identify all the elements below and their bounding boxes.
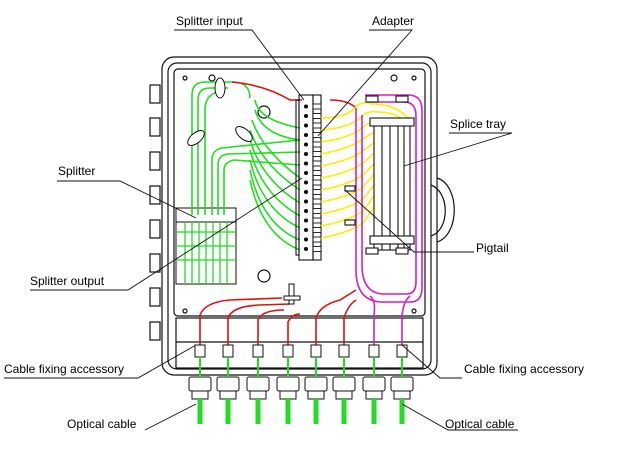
adapter-screw: [303, 151, 309, 157]
adapter-port: [312, 170, 322, 176]
label-optical-cable-right: Optical cable: [445, 417, 515, 431]
label-splitter-output: Splitter output: [30, 274, 105, 288]
adapter-port: [312, 236, 322, 243]
adapter-port: [312, 113, 322, 119]
cable-gland-cap: [307, 390, 325, 400]
adapter-port: [312, 160, 322, 167]
adapter-port: [312, 246, 322, 252]
adapter-port: [312, 132, 322, 138]
adapter-port: [312, 189, 322, 195]
adapter-port: [312, 217, 322, 224]
cable-fixing-clamp: [252, 344, 264, 358]
cable-fixing-clamp: [222, 344, 234, 358]
adapter-screw: [303, 132, 309, 138]
adapter-screw: [303, 246, 309, 252]
cable-gland-cap: [335, 390, 353, 400]
cable-gland-nut: [362, 376, 386, 392]
adapter-screw: [303, 170, 309, 176]
cable-gland-cap: [279, 390, 297, 400]
label-cable-fixing-left: Cable fixing accessory: [4, 362, 124, 376]
cable-gland-nut: [390, 376, 414, 392]
cable-gland-nut: [304, 376, 328, 392]
label-splitter-input: Splitter input: [176, 14, 243, 28]
cable-gland-cap: [249, 390, 267, 400]
label-optical-cable-left: Optical cable: [67, 417, 137, 431]
adapter-screw: [303, 180, 309, 185]
adapter-port: [312, 151, 322, 157]
adapter-port: [312, 122, 322, 129]
splitter-input-fiber: [231, 81, 357, 109]
adapter-screw: [303, 227, 309, 233]
cable-fixing-clamp: [338, 344, 350, 358]
adapter-screw: [303, 237, 309, 242]
cable-fixing-clamp: [310, 344, 322, 358]
adapter-screw: [303, 208, 309, 214]
leader-lines: [4, 29, 518, 431]
enclosure: [149, 56, 455, 376]
label-cable-fixing-right: Cable fixing accessory: [464, 362, 584, 376]
cable-gland-cap: [219, 390, 237, 400]
adapter-port: [312, 208, 322, 214]
adapter-port: [312, 103, 322, 110]
cable-fixing-clamp: [194, 344, 206, 358]
adapter-screw: [303, 142, 309, 147]
adapter-port: [312, 179, 322, 186]
cable-fiber-loop: [355, 94, 423, 303]
cable-fixing-clamp: [368, 344, 380, 358]
adapter-screw: [303, 123, 309, 128]
adapter-screw: [303, 218, 309, 223]
adapter-port: [312, 141, 322, 148]
label-splitter: Splitter: [58, 164, 95, 178]
adapter-screw: [303, 189, 309, 195]
cable-gland-nut: [246, 376, 270, 392]
cable-fixing-clamp: [282, 344, 294, 358]
incoming-cable-fibers: [199, 289, 411, 345]
cable-glands: [188, 344, 414, 424]
cable-gland-nut: [188, 376, 212, 392]
cable-gland-cap: [365, 390, 383, 400]
splice-tray: [344, 95, 415, 255]
label-adapter: Adapter: [372, 14, 414, 28]
cable-gland-nut: [276, 376, 300, 392]
adapter-port: [312, 198, 322, 205]
adapter-screw: [303, 161, 309, 166]
splitter-module-fibers: [176, 222, 236, 284]
cable-gland-nut: [216, 376, 240, 392]
adapter-screw: [303, 113, 309, 119]
cable-fixing-clamp: [396, 344, 408, 358]
adapter-ports: [303, 103, 322, 252]
adapter-screw: [303, 104, 309, 109]
fiber-spool-clips: [187, 77, 253, 146]
cable-tie-post: [283, 283, 301, 305]
cable-gland-cap: [191, 390, 209, 400]
adapter-port: [312, 227, 322, 233]
label-pigtail: Pigtail: [476, 241, 509, 255]
splitter-fiber-routing: [191, 81, 301, 251]
cable-gland-cap: [393, 390, 411, 400]
label-splice-tray: Splice tray: [450, 117, 506, 131]
cable-gland-nut: [332, 376, 356, 392]
adapter-screw: [303, 199, 309, 204]
